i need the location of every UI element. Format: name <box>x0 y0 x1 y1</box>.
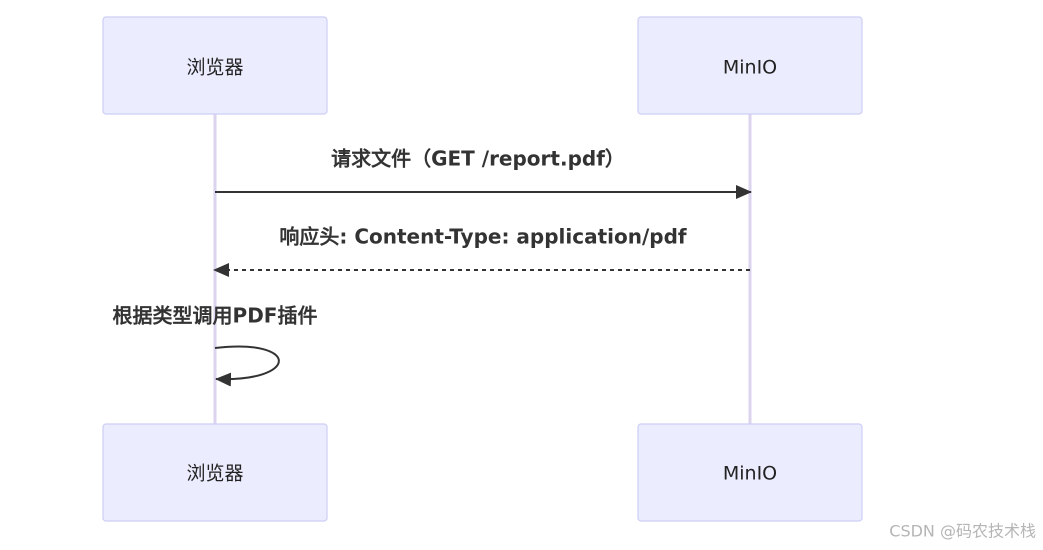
actor-browser-top: 浏览器 <box>102 16 328 115</box>
actor-minio-top: MinIO <box>637 16 863 115</box>
message-selfcall-arrow <box>214 345 280 387</box>
actor-minio-top-label: MinIO <box>723 57 777 79</box>
watermark: CSDN @码农技术栈 <box>889 522 1036 541</box>
actor-browser-bottom-label: 浏览器 <box>186 463 243 485</box>
message-request-label: 请求文件（GET /report.pdf） <box>331 147 625 171</box>
actor-browser-bottom: 浏览器 <box>102 423 328 522</box>
actor-browser-top-label: 浏览器 <box>186 57 243 79</box>
actor-minio-bottom: MinIO <box>637 423 863 522</box>
actor-minio-bottom-label: MinIO <box>723 463 777 485</box>
message-selfcall-label: 根据类型调用PDF插件 <box>113 304 318 328</box>
message-response-label: 响应头: Content-Type: application/pdf <box>279 225 687 249</box>
